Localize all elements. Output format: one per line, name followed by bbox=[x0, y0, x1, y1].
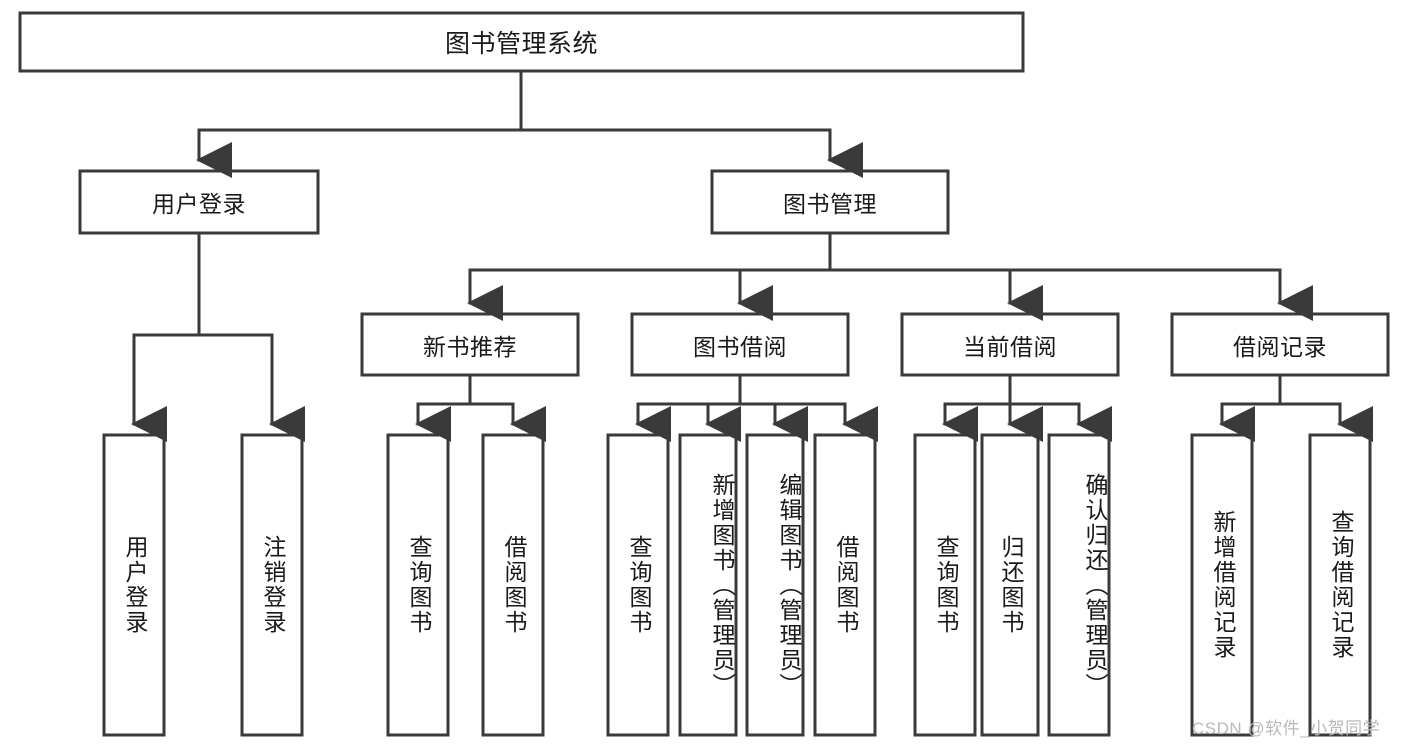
node-box-leaf-add-record[interactable] bbox=[1190, 433, 1254, 737]
node-box-leaf-confirm-return[interactable] bbox=[1047, 433, 1111, 737]
node-box-leaf-borrow-book-2[interactable] bbox=[813, 433, 877, 737]
node-box-borrow-record[interactable] bbox=[1170, 312, 1390, 377]
node-box-leaf-edit-book[interactable] bbox=[745, 433, 805, 737]
node-box-leaf-borrow-book-1[interactable] bbox=[481, 433, 545, 737]
node-box-leaf-return-book[interactable] bbox=[980, 433, 1040, 737]
node-box-user-login[interactable] bbox=[78, 169, 320, 235]
node-box-book-borrow[interactable] bbox=[630, 312, 850, 377]
node-box-leaf-query-record[interactable] bbox=[1308, 433, 1372, 737]
node-box-root[interactable] bbox=[18, 11, 1025, 73]
node-box-leaf-add-book[interactable] bbox=[678, 433, 738, 737]
node-box-leaf-query-book-2[interactable] bbox=[606, 433, 670, 737]
node-box-current-borrow[interactable] bbox=[900, 312, 1120, 377]
node-box-book-manage[interactable] bbox=[710, 169, 950, 235]
node-box-leaf-query-book-1[interactable] bbox=[386, 433, 450, 737]
node-box-leaf-query-book-3[interactable] bbox=[913, 433, 977, 737]
node-box-leaf-user-login[interactable] bbox=[102, 433, 166, 737]
node-box-leaf-logout-login[interactable] bbox=[240, 433, 304, 737]
csdn-watermark: CSDN @软件_小贺同学 bbox=[1192, 719, 1381, 738]
node-box-new-book-rec[interactable] bbox=[360, 312, 580, 377]
